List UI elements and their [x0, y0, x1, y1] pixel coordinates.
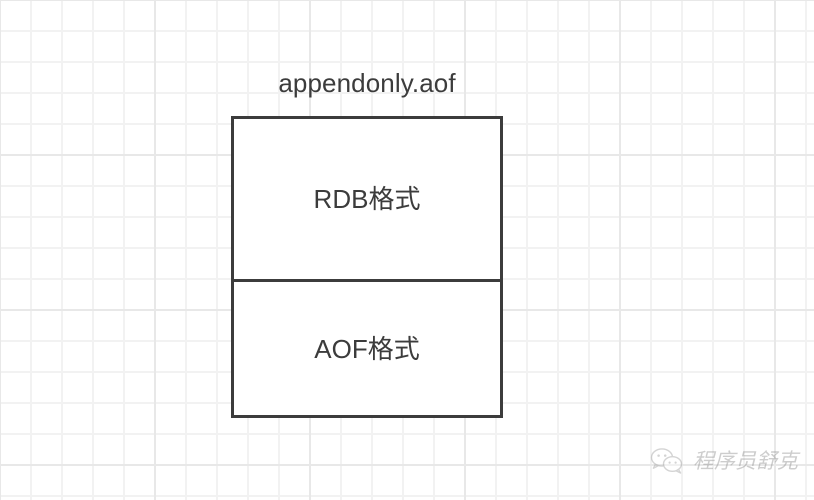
- watermark-label: 程序员舒克: [693, 449, 798, 473]
- segment-rdb-label: RDB格式: [313, 184, 421, 214]
- page-title: appendonly.aof: [278, 68, 456, 98]
- watermark: 程序员舒克: [650, 447, 798, 475]
- wechat-bubbles-icon: [650, 448, 683, 474]
- segment-rdb-format: RDB格式: [234, 119, 500, 282]
- segment-aof-format: AOF格式: [234, 282, 500, 415]
- aof-file-box: RDB格式 AOF格式: [231, 116, 503, 418]
- segment-aof-label: AOF格式: [314, 333, 420, 364]
